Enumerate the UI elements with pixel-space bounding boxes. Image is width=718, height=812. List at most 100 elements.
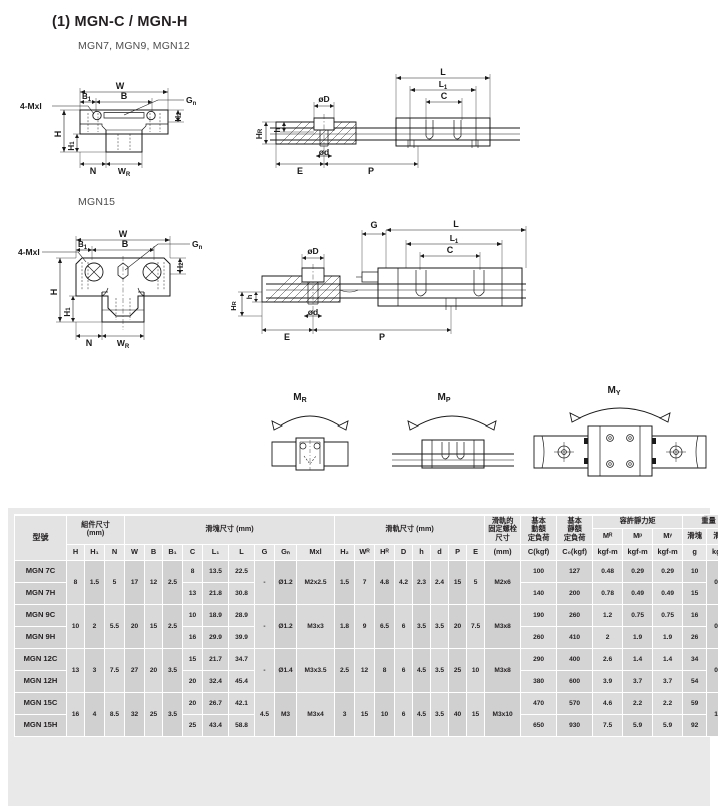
cell-P: 40 [448, 691, 468, 737]
cell-L: 39.9 [228, 625, 256, 649]
cell-MR: 0.78 [592, 581, 624, 605]
cell-W: 20 [124, 603, 146, 649]
cell-C: 20 [182, 691, 204, 715]
cell-HR: 10 [374, 691, 396, 737]
cell-C: 13 [182, 581, 204, 605]
cell-E: 7.5 [466, 603, 486, 649]
subtitle-top: MGN7, MGN9, MGN12 [78, 40, 190, 52]
label-H-15: H [49, 289, 59, 296]
cell-MY: 1.4 [652, 647, 684, 671]
cell-WR: 7 [354, 559, 376, 605]
th-E: E [466, 543, 486, 561]
label-4-Mxl-15: 4-Mxl [18, 247, 40, 257]
cell-H2: 1.8 [334, 603, 356, 649]
model-cell: MGN 7H [14, 581, 67, 605]
label-H1: H1 [67, 141, 76, 151]
cell-G: 4.5 [254, 691, 276, 737]
cell-HR: 4.8 [374, 559, 396, 605]
cell-C-kgf: 190 [520, 603, 558, 627]
cell-bolt: M3x10 [484, 691, 522, 737]
cell-B: 12 [144, 559, 164, 605]
th-C0-kgf: C₀(kgf) [556, 543, 594, 561]
th-MY: Mʸ [652, 527, 684, 545]
cell-C: 10 [182, 603, 204, 627]
cell-WR: 12 [354, 647, 376, 693]
label-H1-15: H1 [63, 307, 72, 317]
cell-MY: 1.9 [652, 625, 684, 649]
cell-MY: 0.75 [652, 603, 684, 627]
table-top-rule [14, 515, 704, 516]
cell-B: 15 [144, 603, 164, 649]
diagram-side-view-mgn15: G L L1 C øD ød E P [258, 198, 533, 348]
cell-L1: 13.5 [202, 559, 230, 583]
th-D: D [394, 543, 414, 561]
label-L1: L1 [439, 79, 448, 91]
cell-MY: 2.2 [652, 691, 684, 715]
cell-C0-kgf: 400 [556, 647, 594, 671]
cell-Gn: Ø1.2 [274, 559, 298, 605]
cell-d: 2.4 [430, 559, 450, 605]
cell-MY: 0.49 [652, 581, 684, 605]
cell-Mxl: M3x4 [296, 691, 336, 737]
cell-bolt: M2x6 [484, 559, 522, 605]
th-G: G [254, 543, 276, 561]
th-C: C [182, 543, 204, 561]
label-4-Mxl: 4-Mxl [20, 101, 42, 111]
th-W: W [124, 543, 146, 561]
label-h: h [273, 127, 282, 132]
cell-h: 2.3 [412, 559, 432, 605]
cell-L1: 32.4 [202, 669, 230, 693]
cell-C: 16 [182, 625, 204, 649]
diagram-cross-section-small: W B B1 Gn 4-Mxl H H1 H2 N WR [18, 56, 218, 178]
th-rail-unit: kg/m [706, 543, 718, 561]
th-group-assembly: 組件尺寸 (mm) [65, 514, 126, 545]
cell-MR: 1.2 [592, 603, 624, 627]
th-H2: H₂ [334, 543, 356, 561]
cell-D: 6 [394, 603, 414, 649]
cell-Gn: Ø1.4 [274, 647, 298, 693]
diagram-moment-MR: MR [258, 384, 368, 476]
cell-h: 3.5 [412, 603, 432, 649]
cell-P: 15 [448, 559, 468, 605]
cell-Gn: Ø1.2 [274, 603, 298, 649]
cell-C-kgf: 470 [520, 691, 558, 715]
label-HR-15: HR [229, 301, 238, 310]
cell-H1: 1.5 [84, 559, 105, 605]
model-cell: MGN 15C [14, 691, 67, 715]
cell-h: 4.5 [412, 647, 432, 693]
cell-L1: 21.8 [202, 581, 230, 605]
cell-block-g: 15 [682, 581, 708, 605]
cell-D: 6 [394, 647, 414, 693]
th-d: d [430, 543, 450, 561]
cell-MP: 3.7 [622, 669, 654, 693]
label-B: B [121, 91, 128, 101]
cell-E: 15 [466, 691, 486, 737]
cell-bolt: M3x8 [484, 647, 522, 693]
cell-L1: 21.7 [202, 647, 230, 671]
cell-P: 20 [448, 603, 468, 649]
th-L: L [228, 543, 256, 561]
th-B: B [144, 543, 164, 561]
th-MR-unit: kgf-m [592, 543, 624, 561]
label-H2-15: H2 [176, 262, 185, 272]
cell-h: 4.5 [412, 691, 432, 737]
cell-WR: 9 [354, 603, 376, 649]
cell-bolt: M3x8 [484, 603, 522, 649]
cell-H1: 2 [84, 603, 105, 649]
spec-table-container: 型號 組件尺寸 (mm) 滑塊尺寸 (mm) 滑軌尺寸 (mm) 滑軌的 固定螺… [8, 508, 718, 806]
cell-G: - [254, 559, 276, 605]
cell-L: 45.4 [228, 669, 256, 693]
label-E: E [297, 166, 303, 176]
cell-G: - [254, 647, 276, 693]
cell-B: 25 [144, 691, 164, 737]
th-group-rail: 滑軌尺寸 (mm) [334, 514, 486, 545]
th-rail-cn: 滑軌 [706, 527, 718, 545]
cell-C: 8 [182, 559, 204, 583]
label-P: P [368, 166, 374, 176]
cell-block-g: 26 [682, 625, 708, 649]
th-H1: H₁ [84, 543, 105, 561]
label-P-15: P [379, 332, 385, 342]
th-group-bolt: 滑軌的 固定螺栓 尺寸 [484, 514, 522, 545]
